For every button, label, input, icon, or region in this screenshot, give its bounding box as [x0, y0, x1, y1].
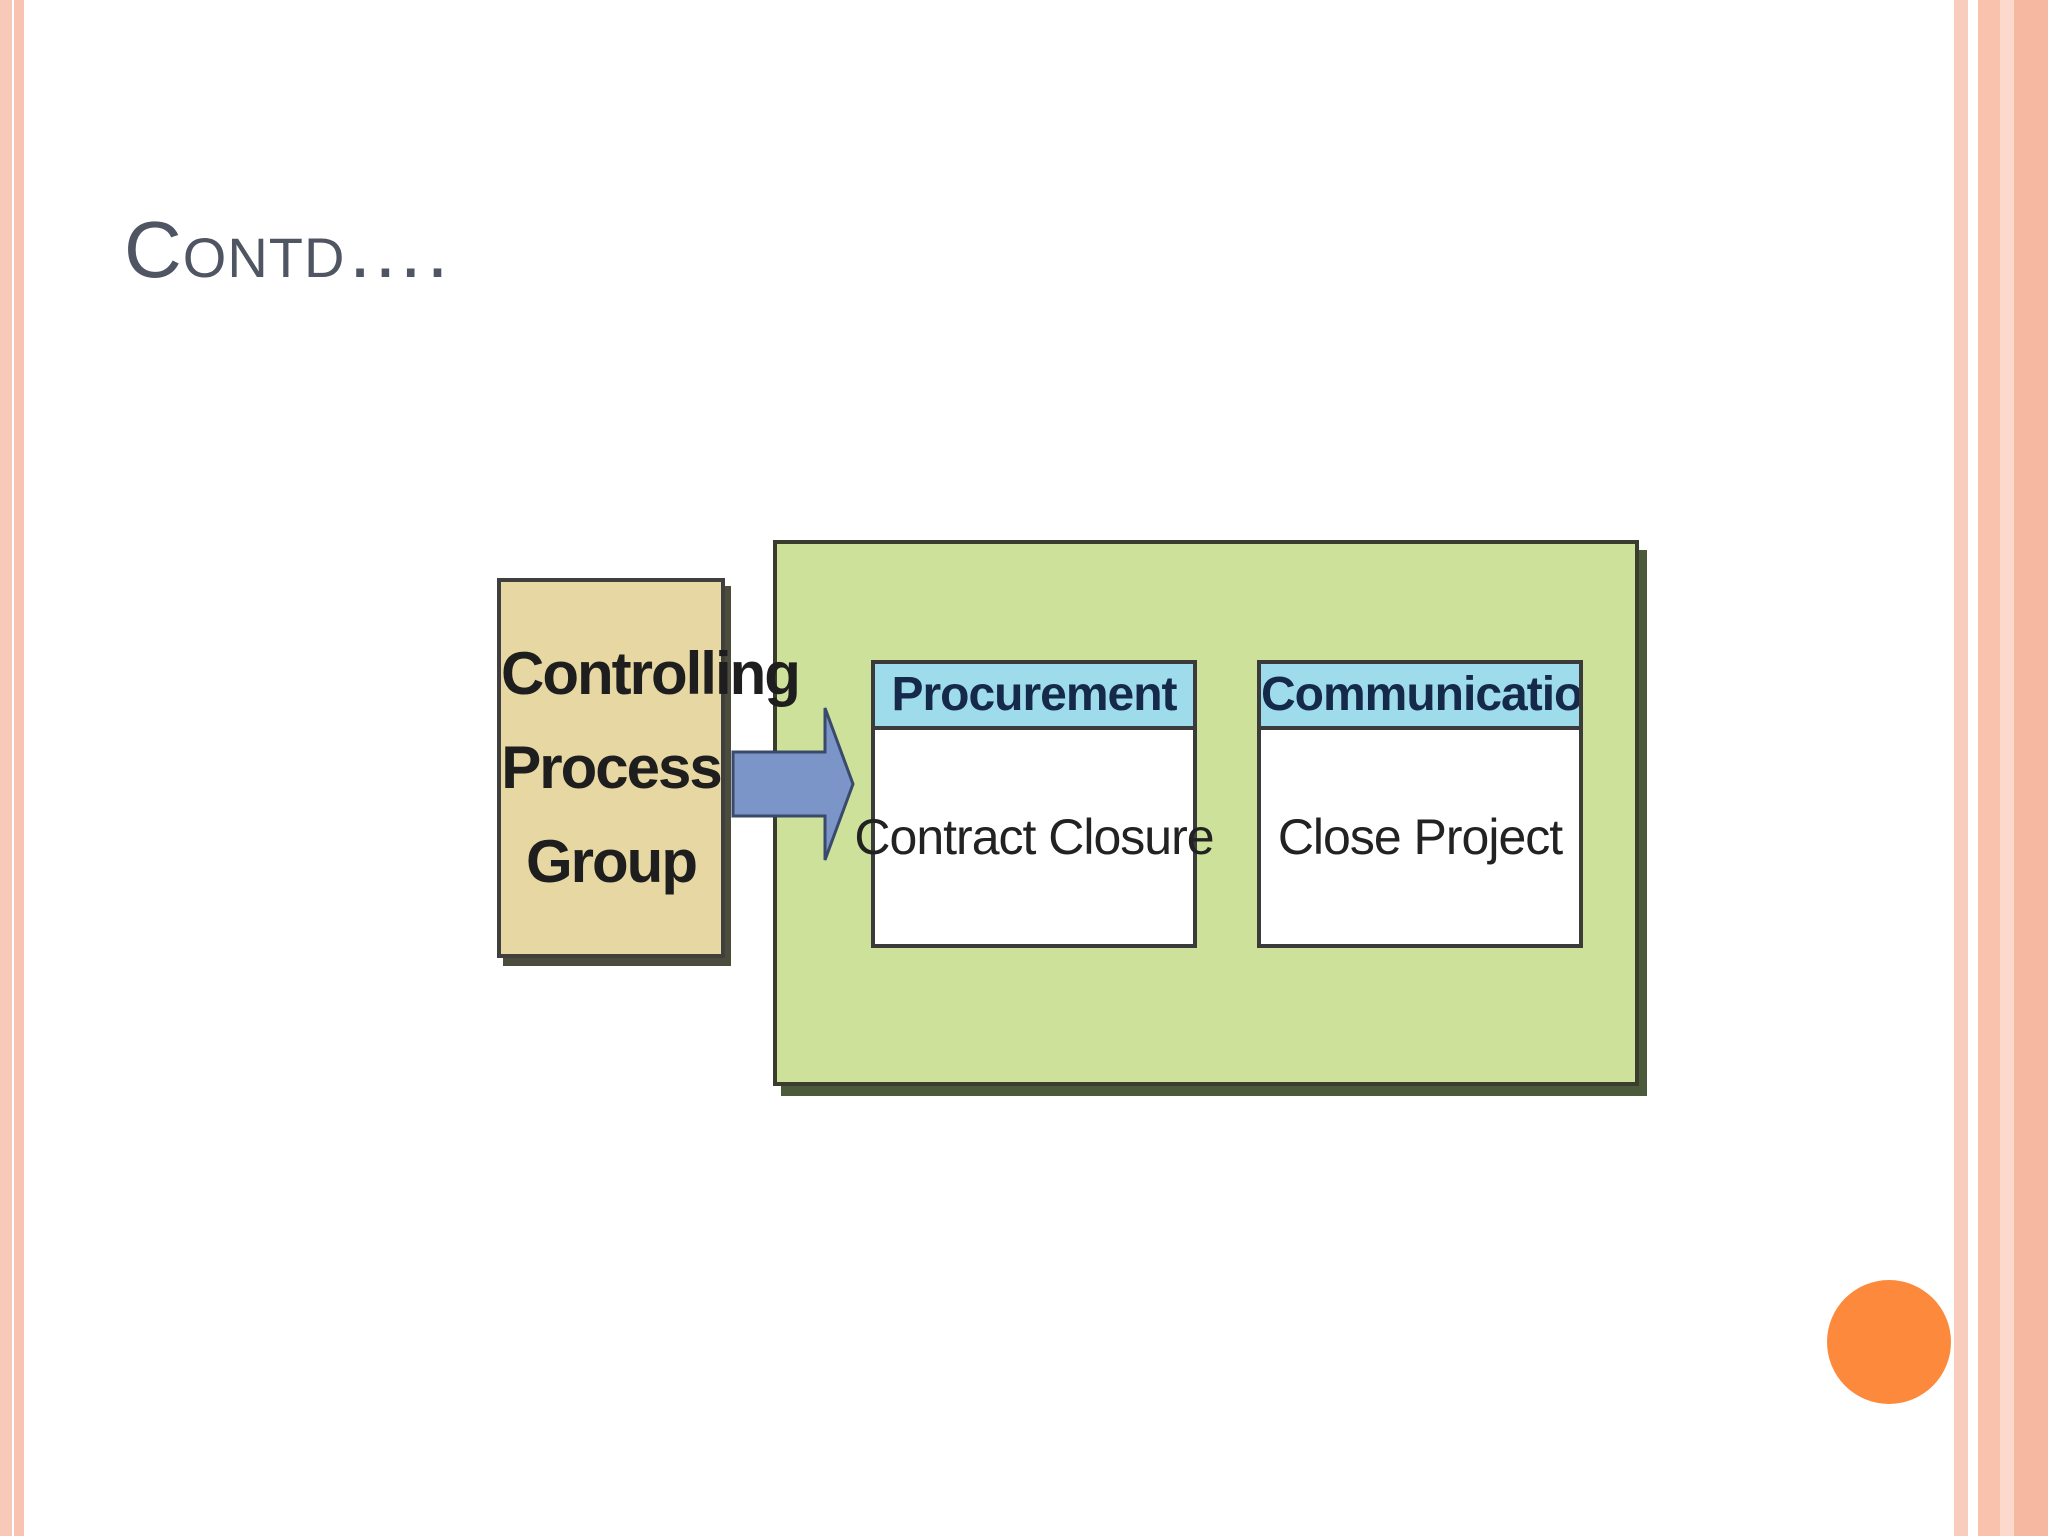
- contract-closure-label: Contract Closure: [854, 809, 1214, 865]
- left-border-stripe-inner: [14, 0, 24, 1536]
- right-border-gap: [1968, 0, 1978, 1536]
- right-border-stripe: [2000, 0, 2014, 1536]
- communication-card: Communication Close Project: [1257, 660, 1583, 948]
- right-border-stripe: [2014, 0, 2048, 1536]
- right-border-stripe: [1954, 0, 1968, 1536]
- right-arrow-icon: [731, 707, 855, 861]
- procurement-header: Procurement: [875, 664, 1193, 730]
- communication-header: Communication: [1261, 664, 1579, 730]
- controlling-process-group-label: Controlling Process Group: [501, 640, 801, 895]
- diagram-connector: [731, 707, 855, 861]
- left-border-stripe: [0, 0, 12, 1536]
- slide-title: Contd….: [124, 205, 450, 294]
- process-diagram: Controlling Process Group Procurement Co…: [465, 440, 1665, 1170]
- orange-circle-decoration: [1827, 1280, 1951, 1404]
- procurement-card: Procurement Contract Closure: [854, 660, 1215, 948]
- right-border-stripe: [1978, 0, 2000, 1536]
- controlling-process-group-box: Controlling Process Group: [497, 578, 801, 958]
- close-project-label: Close Project: [1277, 809, 1563, 865]
